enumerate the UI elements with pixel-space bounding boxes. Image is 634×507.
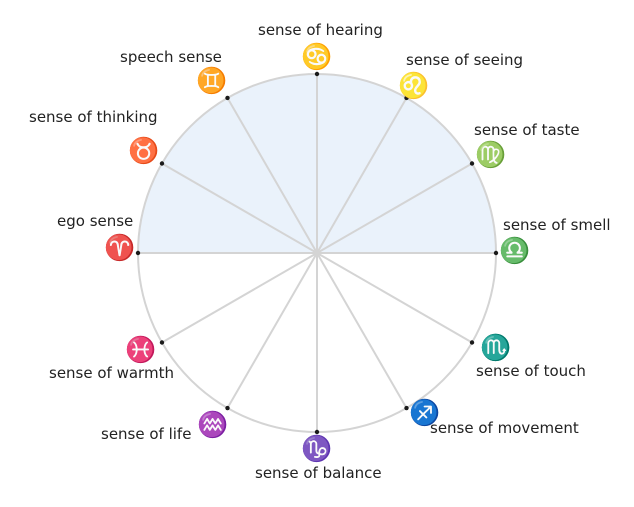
label-sense-of-balance: sense of balance: [255, 464, 382, 482]
label-sense-of-hearing: sense of hearing: [258, 21, 383, 39]
spoke-sense-of-taste: [316, 162, 473, 254]
scorpio-icon: ♏: [480, 333, 512, 362]
pisces-icon: ♓: [125, 335, 157, 364]
label-sense-of-smell: sense of smell: [503, 216, 611, 234]
dot-sense-of-taste: [469, 161, 475, 166]
dot-sense-of-life: [225, 405, 230, 411]
spoke-sense-of-seeing: [316, 97, 408, 254]
dot-sense-of-warmth: [159, 340, 165, 345]
dot-speech-sense: [225, 95, 230, 101]
dot-sense-of-touch: [469, 340, 475, 345]
spoke-sense-of-touch: [316, 252, 473, 344]
spoke-sense-of-life: [226, 252, 318, 409]
aquarius-icon: ♒: [197, 410, 229, 439]
position-dots: [135, 71, 499, 435]
dot-sense-of-thinking: [159, 161, 165, 166]
label-sense-of-thinking: sense of thinking: [29, 108, 158, 126]
dot-ego-sense: [135, 250, 141, 256]
dot-sense-of-balance: [314, 429, 320, 435]
spoke-sense-of-thinking: [161, 162, 318, 254]
label-sense-of-warmth: sense of warmth: [49, 364, 174, 382]
capricorn-icon: ♑: [301, 434, 333, 463]
cancer-icon: ♋: [301, 42, 333, 71]
libra-icon: ♎: [499, 236, 531, 265]
label-sense-of-movement: sense of movement: [430, 419, 579, 437]
label-sense-of-life: sense of life: [101, 425, 192, 443]
dot-sense-of-seeing: [404, 95, 409, 101]
label-sense-of-taste: sense of taste: [474, 121, 580, 139]
aries-icon: ♈: [104, 233, 136, 262]
taurus-icon: ♉: [128, 136, 160, 165]
label-sense-of-seeing: sense of seeing: [406, 51, 524, 69]
spoke-sense-of-warmth: [161, 252, 318, 344]
gemini-icon: ♊: [196, 66, 228, 95]
spoke-sense-of-movement: [316, 252, 408, 409]
spokes: [138, 74, 496, 432]
spoke-speech-sense: [226, 97, 318, 254]
dot-sense-of-smell: [493, 250, 499, 256]
label-speech-sense: speech sense: [120, 48, 222, 66]
sagittarius-icon: ♐: [409, 398, 441, 427]
leo-icon: ♌: [398, 71, 430, 100]
dot-sense-of-hearing: [314, 71, 320, 77]
label-sense-of-touch: sense of touch: [476, 362, 586, 380]
virgo-icon: ♍: [475, 140, 507, 169]
dot-sense-of-movement: [404, 405, 409, 411]
label-ego-sense: ego sense: [57, 212, 134, 230]
